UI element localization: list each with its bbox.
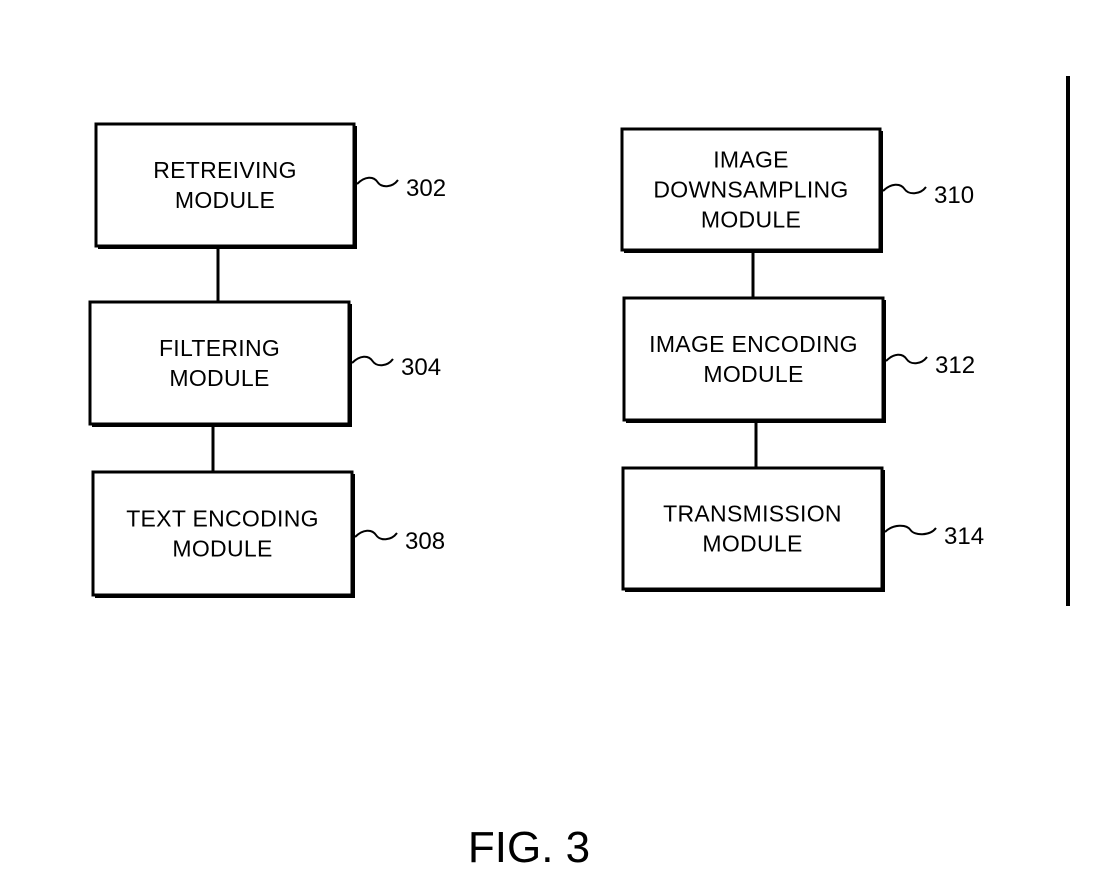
module-box-frame bbox=[622, 296, 885, 422]
reference-leader-image-downsampling bbox=[882, 183, 927, 195]
module-label-line: FILTERING bbox=[159, 335, 280, 361]
module-label-line: MODULE bbox=[702, 531, 802, 557]
reference-leaders: 302 304 308 310 312 314 bbox=[351, 175, 984, 555]
module-box-text-encoding: TEXT ENCODING MODULE bbox=[91, 470, 355, 598]
module-label-line: RETREIVING bbox=[153, 157, 297, 183]
module-box-image-downsampling: IMAGE DOWNSAMPLING MODULE bbox=[620, 127, 883, 253]
reference-number-filtering: 304 bbox=[401, 354, 441, 381]
module-label-line: TRANSMISSION bbox=[663, 501, 842, 527]
module-label-line: IMAGE bbox=[713, 147, 789, 173]
reference-number-image-downsampling: 310 bbox=[934, 182, 974, 209]
module-box-retrieving: RETREIVING MODULE bbox=[94, 122, 357, 249]
reference-leader-transmission bbox=[884, 524, 937, 536]
module-box-transmission: TRANSMISSION MODULE bbox=[621, 466, 885, 592]
module-label-line: MODULE bbox=[169, 365, 269, 391]
reference-leader-text-encoding bbox=[354, 529, 398, 541]
reference-number-text-encoding: 308 bbox=[405, 528, 445, 555]
module-box-frame bbox=[94, 122, 356, 248]
module-box-image-encoding: IMAGE ENCODING MODULE bbox=[622, 296, 886, 423]
reference-number-retrieving: 302 bbox=[406, 175, 446, 202]
module-label-line: MODULE bbox=[701, 207, 801, 233]
module-box-frame bbox=[621, 466, 884, 591]
module-label-line: TEXT ENCODING bbox=[126, 506, 319, 532]
module-box-filtering: FILTERING MODULE bbox=[88, 300, 352, 427]
module-label-line: DOWNSAMPLING bbox=[653, 177, 848, 203]
module-label-line: MODULE bbox=[175, 187, 275, 213]
module-label-line: IMAGE ENCODING bbox=[649, 331, 858, 357]
module-label-line: MODULE bbox=[703, 361, 803, 387]
figure-caption: FIG. 3 bbox=[468, 823, 590, 872]
module-label-line: MODULE bbox=[172, 536, 272, 562]
reference-leader-image-encoding bbox=[885, 353, 928, 365]
reference-number-transmission: 314 bbox=[944, 523, 984, 550]
module-box-frame bbox=[620, 127, 882, 252]
reference-number-image-encoding: 312 bbox=[935, 352, 975, 379]
module-box-frame bbox=[88, 300, 351, 426]
reference-leader-retrieving bbox=[356, 176, 399, 188]
module-box-frame bbox=[91, 470, 354, 597]
reference-leader-filtering bbox=[351, 355, 394, 367]
connector-lines bbox=[211, 246, 758, 472]
